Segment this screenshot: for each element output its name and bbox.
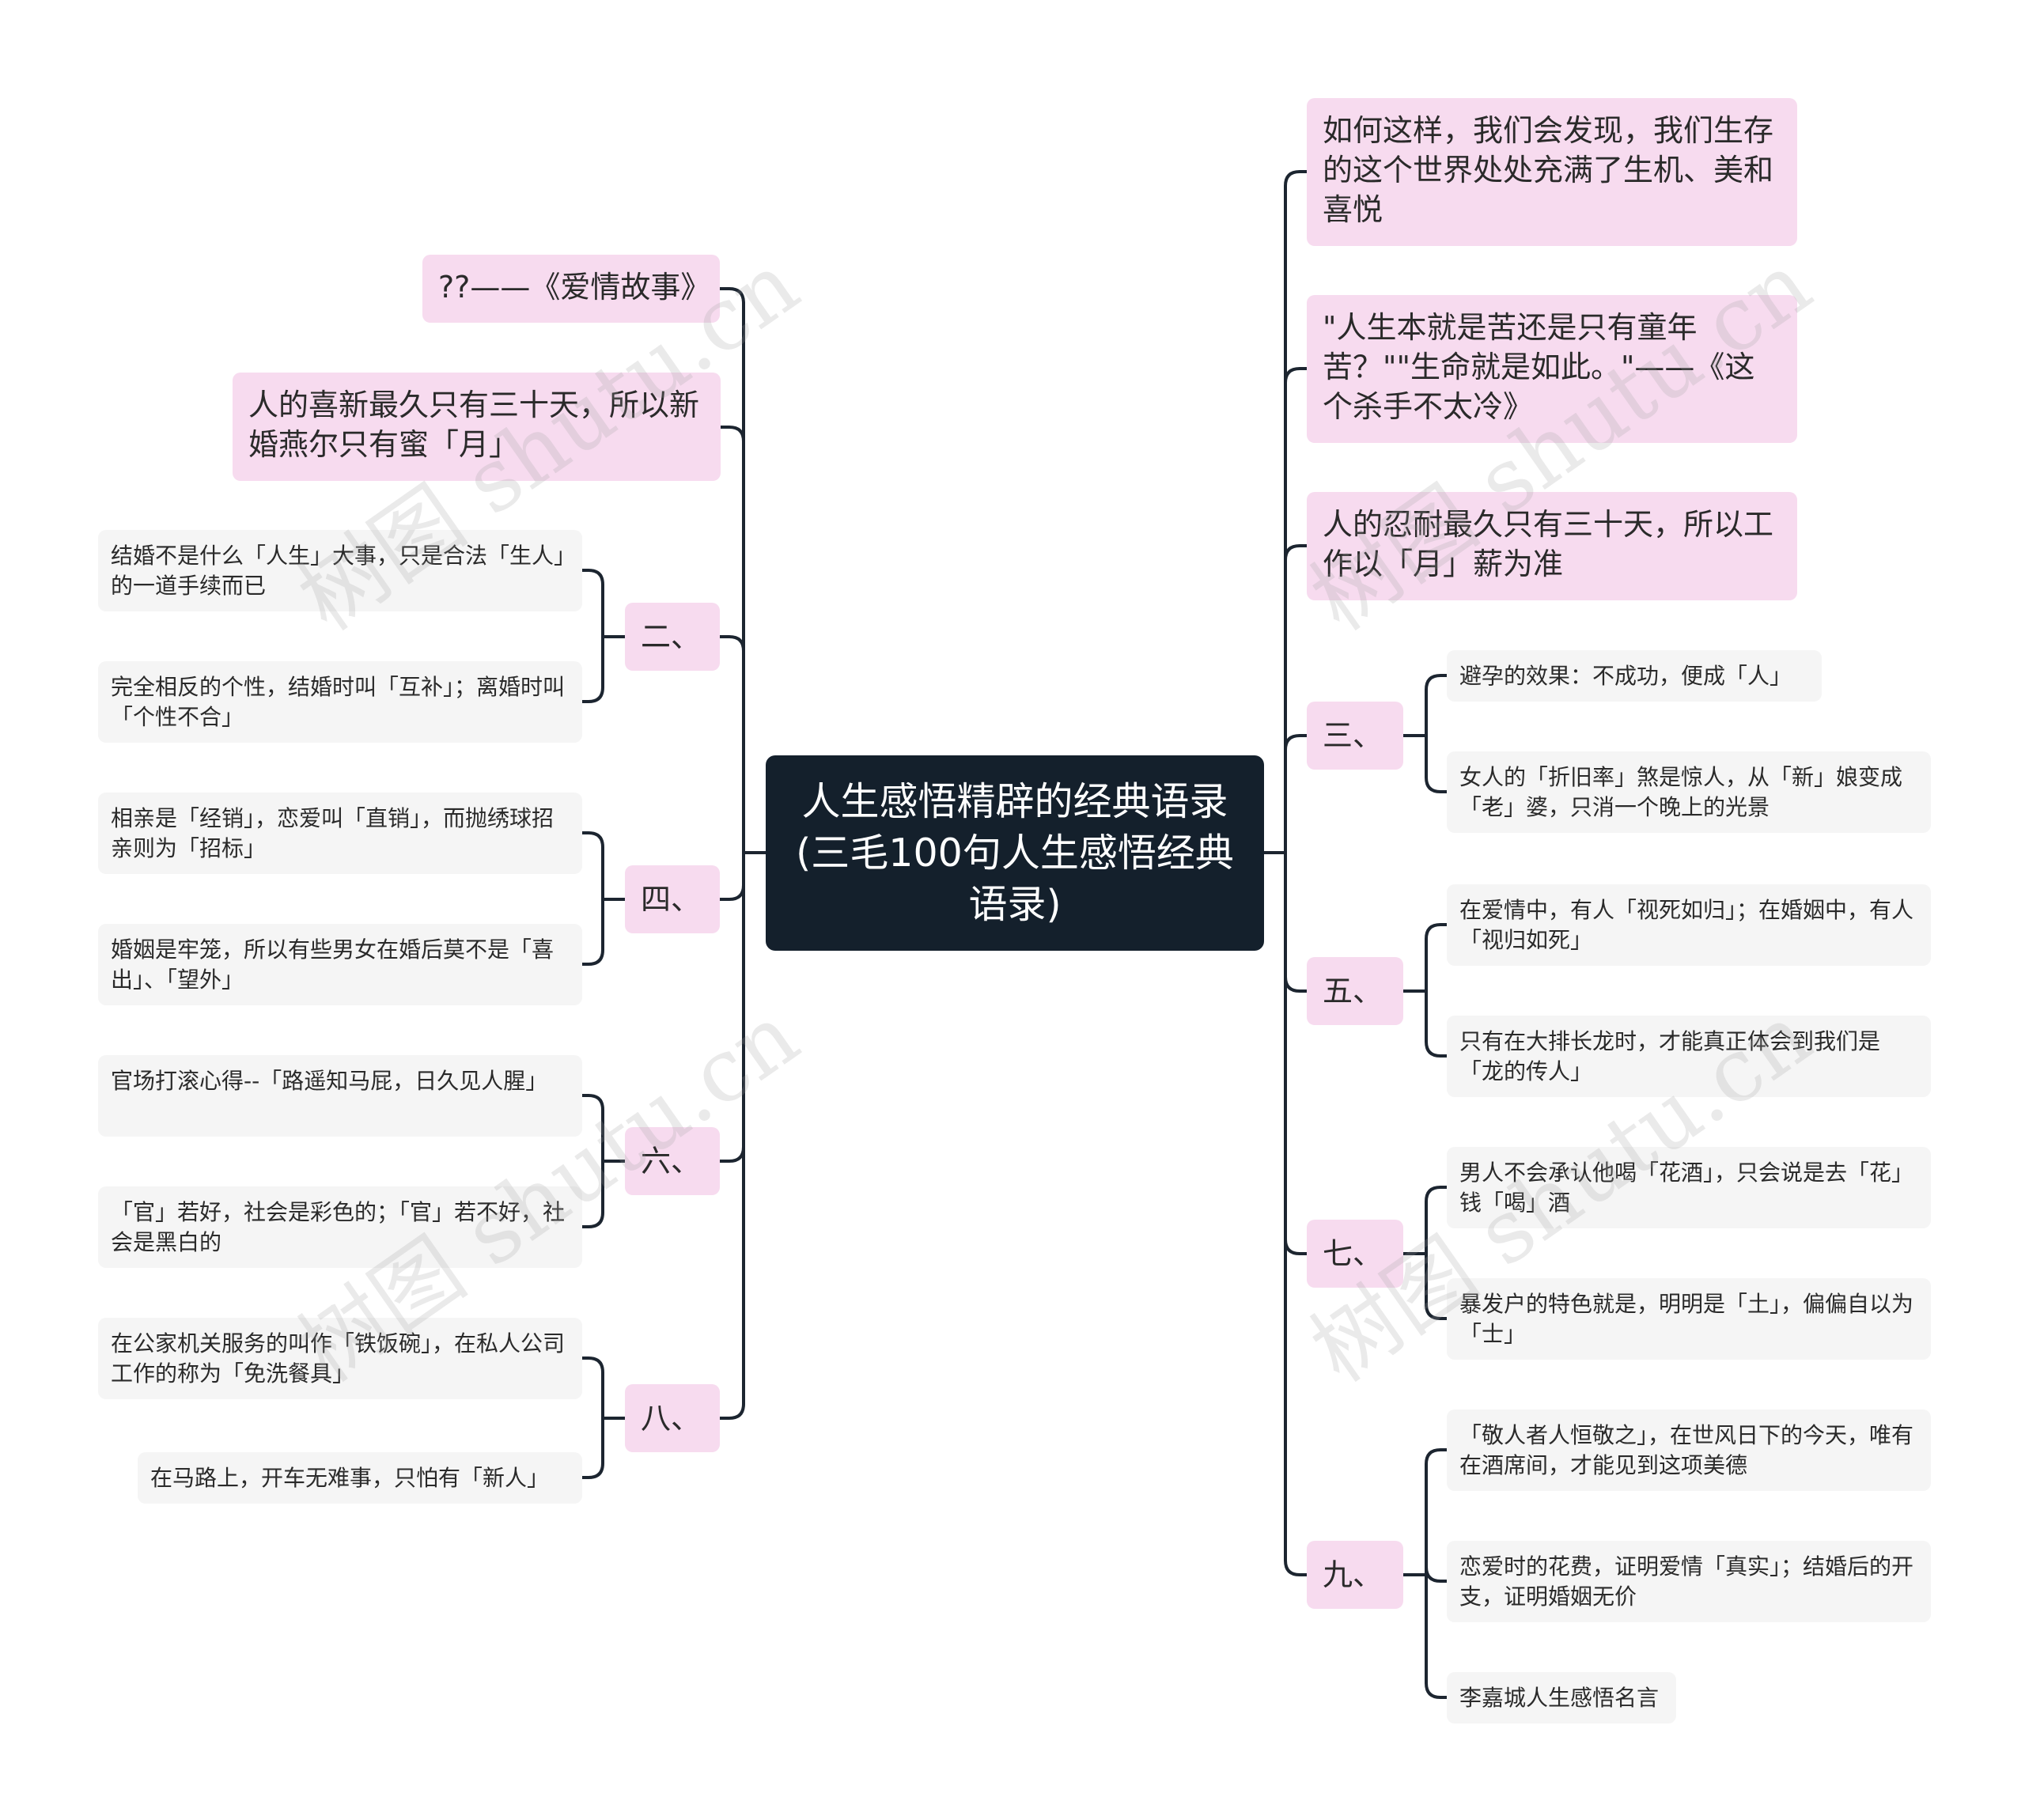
right-quote-world[interactable]: 如何这样，我们会发现，我们生存的这个世界处处充满了生机、美和喜悦: [1307, 98, 1797, 246]
branch-9[interactable]: 九、: [1307, 1541, 1403, 1609]
leaf-text: 只有在大排长龙时，才能真正体会到我们是「龙的传人」: [1459, 1028, 1881, 1084]
left-quote-honeymoon-text: 人的喜新最久只有三十天，所以新婚燕尔只有蜜「月」: [248, 388, 700, 462]
branch-7-link-1: [1425, 1252, 1448, 1320]
branch-5-link-0: [1425, 923, 1448, 993]
branch-2-label: 二、: [641, 619, 702, 654]
leaf-text: 女人的「折旧率」煞是惊人，从「新」娘变成「老」婆，只消一个晚上的光景: [1459, 764, 1903, 820]
branch-5-label: 五、: [1323, 974, 1383, 1008]
root-title: 人生感悟精辟的经典语录(三毛100句人生感悟经典语录): [796, 779, 1234, 927]
branch-2-leaf-2[interactable]: 完全相反的个性，结婚时叫「互补」；离婚时叫「个性不合」: [98, 661, 582, 743]
left-trunk-link-5: [718, 851, 745, 1420]
root-topic[interactable]: 人生感悟精辟的经典语录(三毛100句人生感悟经典语录): [766, 755, 1264, 951]
branch-6[interactable]: 六、: [625, 1127, 720, 1195]
branch-6-leaf-1[interactable]: 官场打滚心得--「路遥知马屁，日久见人腥」: [98, 1055, 582, 1137]
leaf-text: 在马路上，开车无难事，只怕有「新人」: [150, 1465, 550, 1491]
branch-8-label: 八、: [641, 1401, 702, 1436]
branch-8-leaf-2[interactable]: 在马路上，开车无难事，只怕有「新人」: [138, 1452, 582, 1504]
left-quote-love-story[interactable]: ??——《爱情故事》: [422, 255, 720, 323]
right-quote-leon[interactable]: "人生本就是苦还是只有童年苦？""生命就是如此。"——《这个杀手不太冷》: [1307, 295, 1797, 443]
branch-7-leaf-2[interactable]: 暴发户的特色就是，明明是「土」，偏偏自以为「士」: [1447, 1278, 1931, 1360]
leaf-text: 官场打滚心得--「路遥知马屁，日久见人腥」: [111, 1068, 548, 1094]
left-trunk-link-3: [718, 851, 745, 901]
branch-9-leaf-2[interactable]: 恋爱时的花费，证明爱情「真实」；结婚后的开支，证明婚姻无价: [1447, 1541, 1931, 1622]
leaf-text: 避孕的效果：不成功，便成「人」: [1459, 663, 1792, 689]
branch-4-label: 四、: [641, 882, 702, 917]
branch-4-link-0: [581, 831, 604, 901]
branch-9-leaf-3[interactable]: 李嘉城人生感悟名言: [1447, 1672, 1676, 1724]
right-quote-leon-text: "人生本就是苦还是只有童年苦？""生命就是如此。"——《这个杀手不太冷》: [1323, 310, 1755, 424]
branch-7-label: 七、: [1323, 1236, 1383, 1271]
right-trunk-link-6: [1284, 851, 1308, 1576]
branch-2-link-0: [581, 569, 604, 638]
branch-8[interactable]: 八、: [625, 1384, 720, 1452]
branch-5-leaf-2[interactable]: 只有在大排长龙时，才能真正体会到我们是「龙的传人」: [1447, 1016, 1931, 1097]
left-trunk-link-1: [718, 426, 745, 854]
branch-9-link-2: [1425, 1573, 1448, 1699]
branch-3-leaf-1[interactable]: 避孕的效果：不成功，便成「人」: [1447, 650, 1822, 702]
leaf-text: 完全相反的个性，结婚时叫「互补」；离婚时叫「个性不合」: [111, 674, 566, 730]
right-trunk-link-0: [1284, 170, 1308, 854]
branch-3-label: 三、: [1323, 718, 1383, 753]
right-quote-patience[interactable]: 人的忍耐最久只有三十天，所以工作以「月」薪为准: [1307, 492, 1797, 600]
branch-3[interactable]: 三、: [1307, 702, 1403, 770]
leaf-text: 婚姻是牢笼，所以有些男女在婚后莫不是「喜出」、「望外」: [111, 936, 555, 993]
branch-4-link-1: [581, 898, 604, 966]
branch-5-link-1: [1425, 989, 1448, 1058]
branch-3-link-1: [1425, 734, 1448, 793]
leaf-text: 李嘉城人生感悟名言: [1459, 1685, 1660, 1711]
leaf-text: 恋爱时的花费，证明爱情「真实」；结婚后的开支，证明婚姻无价: [1459, 1553, 1914, 1610]
branch-7[interactable]: 七、: [1307, 1220, 1403, 1288]
branch-9-link-0: [1425, 1448, 1448, 1576]
right-trunk-link-5: [1284, 851, 1308, 1255]
leaf-text: 在爱情中，有人「视死如归」；在婚姻中，有人「视归如死」: [1459, 897, 1914, 953]
right-trunk-link-2: [1284, 544, 1308, 854]
branch-7-link-0: [1425, 1186, 1448, 1255]
leaf-text: 结婚不是什么「人生」大事，只是合法「生人」的一道手续而已: [111, 543, 566, 599]
branch-9-leaf-1[interactable]: 「敬人者人恒敬之」，在世风日下的今天，唯有在酒席间，才能见到这项美德: [1447, 1409, 1931, 1491]
branch-8-link-0: [581, 1356, 604, 1420]
leaf-text: 暴发户的特色就是，明明是「土」，偏偏自以为「士」: [1459, 1291, 1914, 1347]
branch-8-leaf-1[interactable]: 在公家机关服务的叫作「铁饭碗」，在私人公司工作的称为「免洗餐具」: [98, 1318, 582, 1399]
branch-6-label: 六、: [641, 1144, 702, 1179]
branch-6-link-1: [581, 1160, 604, 1228]
branch-5[interactable]: 五、: [1307, 957, 1403, 1025]
branch-5-leaf-1[interactable]: 在爱情中，有人「视死如归」；在婚姻中，有人「视归如死」: [1447, 884, 1931, 966]
branch-8-link-1: [581, 1417, 604, 1479]
leaf-text: 「敬人者人恒敬之」，在世风日下的今天，唯有在酒席间，才能见到这项美德: [1459, 1422, 1914, 1478]
branch-2[interactable]: 二、: [625, 603, 720, 671]
left-quote-honeymoon[interactable]: 人的喜新最久只有三十天，所以新婚燕尔只有蜜「月」: [233, 373, 721, 481]
branch-3-leaf-2[interactable]: 女人的「折旧率」煞是惊人，从「新」娘变成「老」婆，只消一个晚上的光景: [1447, 751, 1931, 833]
branch-7-leaf-1[interactable]: 男人不会承认他喝「花酒」，只会说是去「花」钱「喝」酒: [1447, 1147, 1931, 1228]
right-quote-world-text: 如何这样，我们会发现，我们生存的这个世界处处充满了生机、美和喜悦: [1323, 113, 1774, 227]
left-quote-love-story-text: ??——《爱情故事》: [438, 270, 711, 305]
leaf-text: 在公家机关服务的叫作「铁饭碗」，在私人公司工作的称为「免洗餐具」: [111, 1330, 566, 1387]
right-quote-patience-text: 人的忍耐最久只有三十天，所以工作以「月」薪为准: [1323, 507, 1774, 581]
leaf-text: 相亲是「经销」，恋爱叫「直销」，而抛绣球招亲则为「招标」: [111, 805, 555, 861]
branch-4-leaf-1[interactable]: 相亲是「经销」，恋爱叫「直销」，而抛绣球招亲则为「招标」: [98, 793, 582, 874]
branch-6-leaf-2[interactable]: 「官」若好，社会是彩色的；「官」若不好，社会是黑白的: [98, 1186, 582, 1268]
left-trunk-link-2: [718, 635, 745, 854]
branch-9-link-1: [1425, 1566, 1448, 1583]
right-trunk-link-3: [1284, 734, 1308, 854]
branch-6-link-0: [581, 1094, 604, 1163]
leaf-text: 「官」若好，社会是彩色的；「官」若不好，社会是黑白的: [111, 1199, 566, 1255]
branch-2-link-1: [581, 635, 604, 703]
right-trunk-link-4: [1284, 851, 1308, 993]
branch-4[interactable]: 四、: [625, 865, 720, 933]
branch-4-leaf-2[interactable]: 婚姻是牢笼，所以有些男女在婚后莫不是「喜出」、「望外」: [98, 924, 582, 1005]
branch-2-leaf-1[interactable]: 结婚不是什么「人生」大事，只是合法「生人」的一道手续而已: [98, 530, 582, 611]
branch-3-link-0: [1425, 674, 1448, 737]
leaf-text: 男人不会承认他喝「花酒」，只会说是去「花」钱「喝」酒: [1459, 1160, 1914, 1216]
left-trunk-link-0: [718, 287, 745, 854]
right-trunk-link-1: [1284, 367, 1308, 854]
branch-9-label: 九、: [1323, 1557, 1383, 1592]
